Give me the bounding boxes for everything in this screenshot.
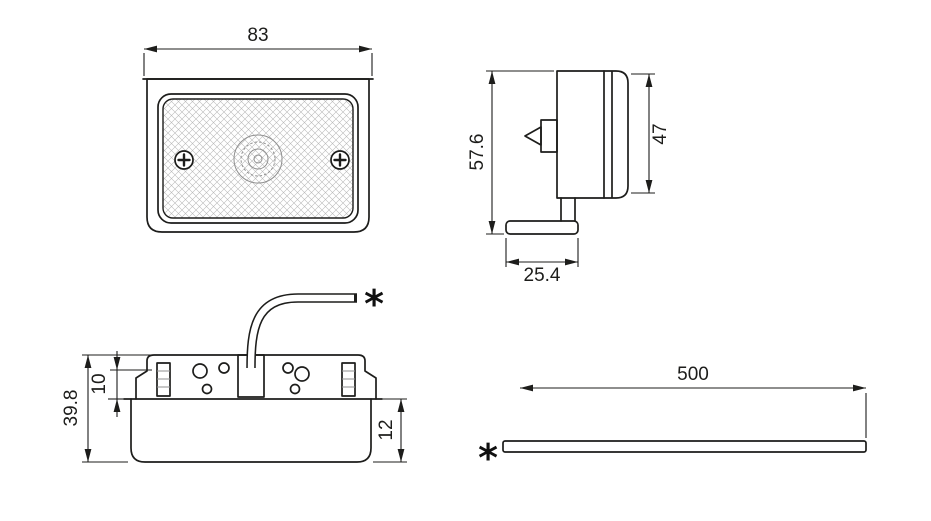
section-base-height-label: 12 (376, 419, 397, 440)
optic-ring-outer (233, 134, 283, 184)
side-lens-height-label: 47 (650, 123, 671, 144)
cable-inner (247, 294, 354, 369)
cable-continues-marker: * (364, 282, 384, 326)
clip-coil-lines (157, 370, 170, 388)
optic-ring-inner (247, 148, 269, 170)
base-housing-outline (130, 398, 372, 463)
section-clip-height-label: 10 (89, 373, 110, 394)
detail-hole (218, 362, 230, 374)
connector-tip (524, 126, 542, 146)
clip-coil-lines (342, 370, 355, 388)
section-overall-height-label: 39.8 (61, 390, 82, 427)
detail-hole (289, 383, 301, 395)
housing-detail-holes (192, 362, 310, 395)
screw-cross-icon (177, 153, 191, 167)
front-width-dimension: 83 (143, 25, 373, 76)
screw-cross-icon (333, 153, 347, 167)
lens-bezel (157, 93, 359, 224)
side-housing-outline (556, 70, 629, 199)
section-overall-height-dimension: 39.8 (61, 354, 152, 463)
cable-length-dimension: 500 (520, 364, 867, 438)
cable (246, 293, 357, 369)
optic-center (253, 154, 263, 164)
connector-body (540, 119, 558, 153)
section-base-height-dimension: 12 (373, 398, 407, 463)
cable-length-view: 500 * (478, 364, 867, 480)
detail-hole (294, 366, 310, 382)
section-view: * 39.8 10 12 (61, 282, 407, 463)
front-view: 83 (142, 25, 374, 233)
center-lens-optic (233, 134, 283, 184)
front-width-dim-label: 83 (247, 25, 268, 46)
cable-body (502, 440, 867, 453)
spring-clip-right (341, 362, 356, 397)
optic-ring-middle (240, 141, 276, 177)
detail-hole (201, 383, 213, 395)
upper-housing-outline (135, 354, 377, 400)
cable-continues-marker: * (478, 436, 498, 480)
lamp-housing-outline (146, 78, 370, 233)
screw-right (330, 150, 350, 170)
lamp-side-body (556, 70, 629, 199)
side-lens-height-dimension: 47 (631, 73, 671, 194)
bracket-foot (505, 220, 579, 235)
section-clip-height-dimension: 10 (89, 351, 152, 417)
side-overall-height-dimension: 57.6 (467, 70, 554, 235)
rear-connector (524, 119, 558, 153)
side-overall-height-label: 57.6 (467, 134, 488, 171)
detail-hole (192, 363, 208, 379)
detail-hole (282, 362, 294, 374)
side-bracket-depth-dimension: 25.4 (505, 238, 579, 286)
cable-length-label: 500 (677, 364, 709, 385)
spring-clip-left (156, 362, 171, 397)
reflector-lens (162, 98, 354, 219)
side-view: 57.6 47 25.4 (467, 70, 671, 286)
side-bracket-depth-label: 25.4 (524, 265, 561, 286)
screw-left (174, 150, 194, 170)
mounting-bracket (505, 197, 579, 235)
